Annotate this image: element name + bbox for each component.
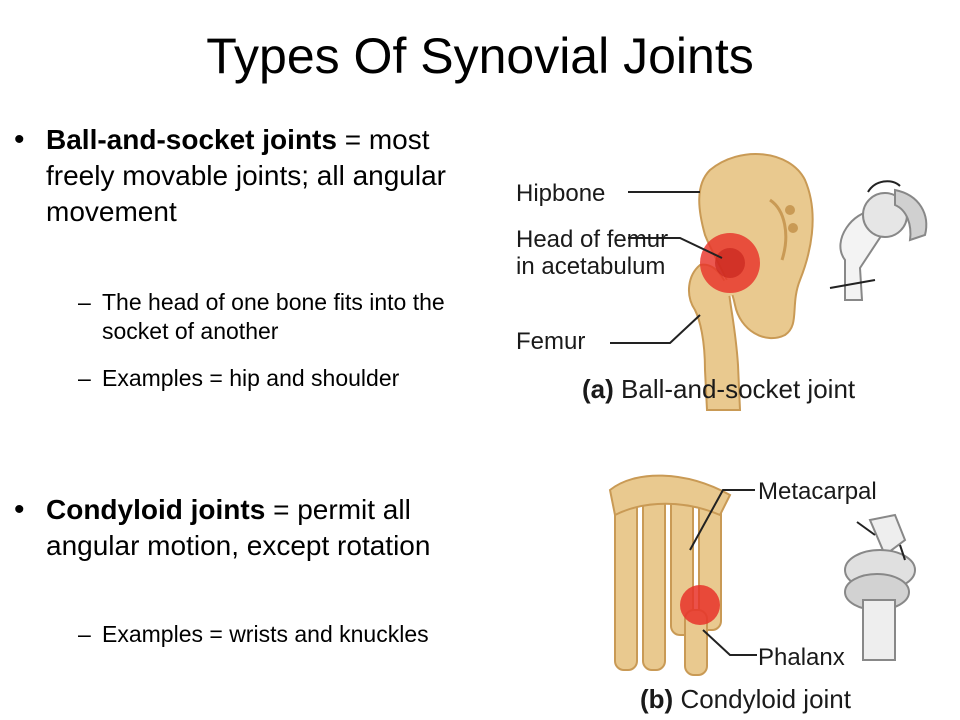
sub-bullet-text: The head of one bone fits into the socke… <box>102 289 445 344</box>
label-femur-head: Head of femur in acetabulum <box>516 226 669 280</box>
label-hipbone: Hipbone <box>516 180 606 207</box>
sub-bullet-dash: – <box>78 289 91 315</box>
sub-bullet-dash: – <box>78 621 91 647</box>
bullet-dot: • <box>14 493 25 526</box>
sub-bullet: – Examples = hip and shoulder <box>78 364 468 393</box>
bullet-text: Ball-and-socket joints = most freely mov… <box>46 122 466 230</box>
figure-ball-and-socket <box>500 140 950 420</box>
hip-joint-illustration <box>610 153 928 411</box>
schematic-shaft <box>862 599 896 661</box>
slide-title: Types Of Synovial Joints <box>206 28 754 84</box>
caption-text: Condyloid joint <box>680 684 851 714</box>
caption-b: (b) Condyloid joint <box>640 684 851 714</box>
movement-arrow <box>829 279 876 289</box>
femur-head-leader-line <box>628 237 723 259</box>
femur-head <box>715 248 745 278</box>
bullet-description: = most freely movable joints; all angula… <box>46 124 446 227</box>
schematic-socket <box>894 188 928 242</box>
schematic-bone-top <box>868 513 907 557</box>
phalanx-leader-line <box>702 629 757 656</box>
ball-socket-schematic <box>829 180 928 301</box>
sub-bullet: – Examples = wrists and knuckles <box>78 620 468 649</box>
bullet-description: = permit all angular motion, except rota… <box>46 494 431 561</box>
sub-bullet-text: Examples = hip and shoulder <box>102 365 400 391</box>
caption-letter: (b) <box>640 684 674 714</box>
sub-bullet-text: Examples = wrists and knuckles <box>102 621 429 647</box>
condyloid-schematic <box>844 513 916 661</box>
sub-bullet-dash: – <box>78 365 91 391</box>
bullet-term: Condyloid joints <box>46 494 266 525</box>
bullet-dot: • <box>14 123 25 156</box>
sub-bullet: – The head of one bone fits into the soc… <box>78 288 468 346</box>
rotation-arrow <box>867 180 901 193</box>
movement-arrow <box>856 521 876 536</box>
femur-leader-line <box>610 314 701 344</box>
hand-joint-illustration <box>608 474 916 676</box>
caption-text: Ball-and-socket joint <box>621 374 856 404</box>
caption-a: (a) Ball-and-socket joint <box>582 374 855 404</box>
label-metacarpal: Metacarpal <box>758 478 877 505</box>
bullet-text: Condyloid joints = permit all angular mo… <box>46 492 466 564</box>
metacarpal-leader-line <box>689 489 755 551</box>
figure-condyloid <box>595 460 945 680</box>
hipbone-contour <box>769 198 788 261</box>
caption-letter: (a) <box>582 374 614 404</box>
bullet-term: Ball-and-socket joints <box>46 124 337 155</box>
hand-bones <box>608 474 732 676</box>
sacrum-dot <box>788 223 798 233</box>
movement-arrow <box>899 544 906 561</box>
finger-bone <box>642 489 666 671</box>
label-femur: Femur <box>516 328 586 355</box>
sacrum-dot <box>785 205 795 215</box>
hipbone-shape <box>698 153 814 340</box>
label-phalanx: Phalanx <box>758 644 845 671</box>
joint-highlight <box>680 585 720 625</box>
finger-bone <box>614 499 638 671</box>
carpal-bones <box>608 474 732 517</box>
